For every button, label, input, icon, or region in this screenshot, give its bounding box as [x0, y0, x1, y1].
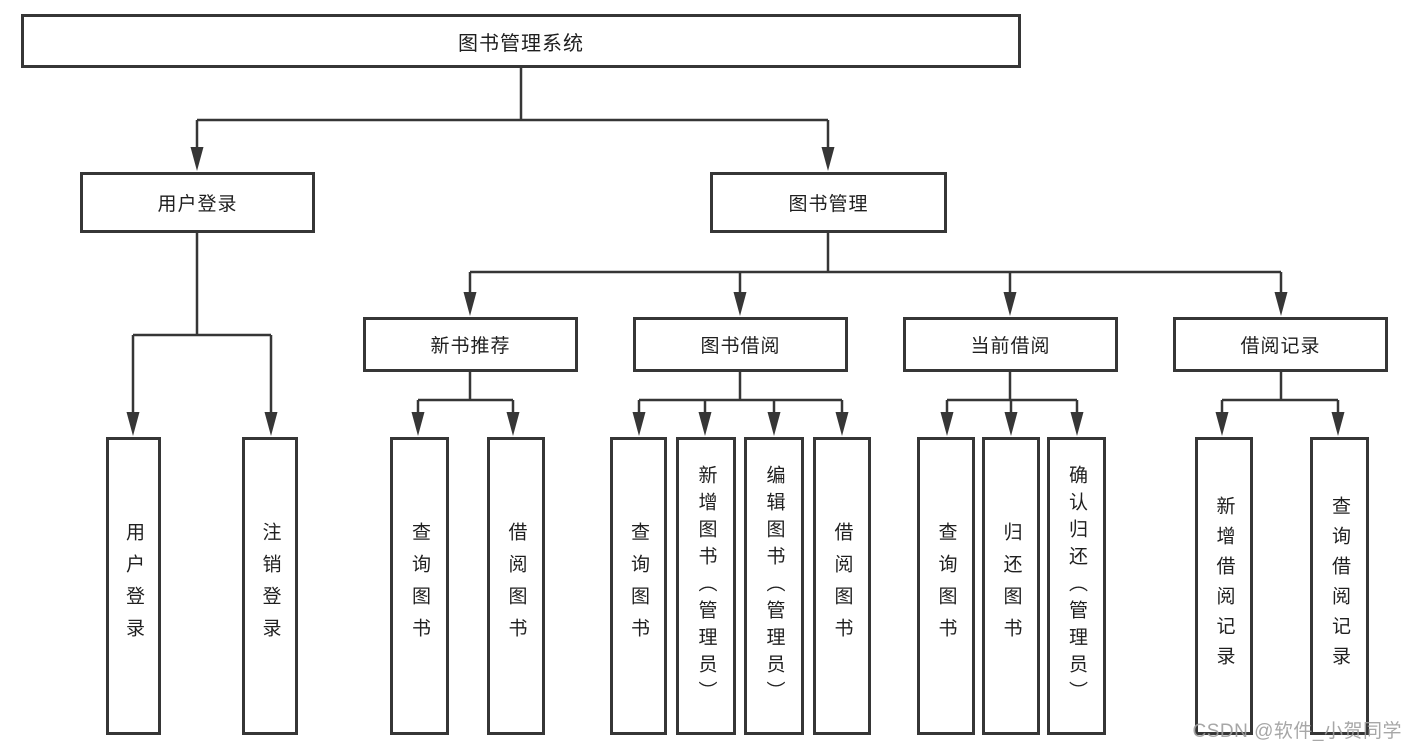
node-label: 编辑图书（管理员）	[763, 464, 785, 708]
node-book-management: 图书管理	[710, 172, 947, 233]
node-label: 当前借阅	[970, 336, 1051, 357]
leaf-return-books: 归还图书	[982, 437, 1040, 735]
node-book-borrowing: 图书借阅	[633, 317, 848, 372]
node-label: 查询图书	[628, 522, 649, 650]
leaf-add-borrow-record: 新增借阅记录	[1195, 437, 1253, 735]
leaf-query-books-recommend: 查询图书	[390, 437, 449, 735]
leaf-edit-books-admin: 编辑图书（管理员）	[744, 437, 804, 735]
node-label: 借阅图书	[831, 522, 853, 650]
leaf-add-books-admin: 新增图书（管理员）	[676, 437, 736, 735]
node-label: 用户登录	[123, 522, 144, 650]
leaf-borrow-books: 借阅图书	[813, 437, 871, 735]
node-label: 查询借阅记录	[1329, 496, 1350, 676]
node-label: 查询图书	[935, 522, 957, 650]
node-label: 新书推荐	[430, 336, 511, 357]
node-borrowing-records: 借阅记录	[1173, 317, 1388, 372]
node-new-book-recommend: 新书推荐	[363, 317, 578, 372]
leaf-logout: 注销登录	[242, 437, 298, 735]
leaf-query-books-current: 查询图书	[917, 437, 975, 735]
node-current-borrowing: 当前借阅	[903, 317, 1118, 372]
leaf-query-books-borrow: 查询图书	[610, 437, 667, 735]
node-label: 图书管理	[788, 194, 869, 215]
node-label: 确认归还（管理员）	[1066, 464, 1087, 708]
leaf-confirm-return-admin: 确认归还（管理员）	[1047, 437, 1106, 735]
node-label: 新增图书（管理员）	[695, 464, 717, 708]
node-label: 新增借阅记录	[1213, 496, 1235, 676]
node-user-login: 用户登录	[80, 172, 315, 233]
leaf-borrow-books-recommend: 借阅图书	[487, 437, 545, 735]
leaf-query-borrow-record: 查询借阅记录	[1310, 437, 1369, 735]
csdn-watermark: CSDN @软件_小贺同学	[1192, 721, 1402, 742]
node-label: 图书管理系统	[458, 32, 584, 55]
node-root-library-system: 图书管理系统	[21, 14, 1021, 68]
leaf-user-login: 用户登录	[106, 437, 161, 735]
node-label: 图书借阅	[700, 336, 781, 357]
node-label: 注销登录	[259, 522, 281, 650]
node-label: 归还图书	[1000, 522, 1022, 650]
node-label: 查询图书	[409, 522, 430, 650]
node-label: 借阅记录	[1240, 336, 1321, 357]
node-label: 用户登录	[157, 194, 238, 215]
node-label: 借阅图书	[505, 522, 527, 650]
